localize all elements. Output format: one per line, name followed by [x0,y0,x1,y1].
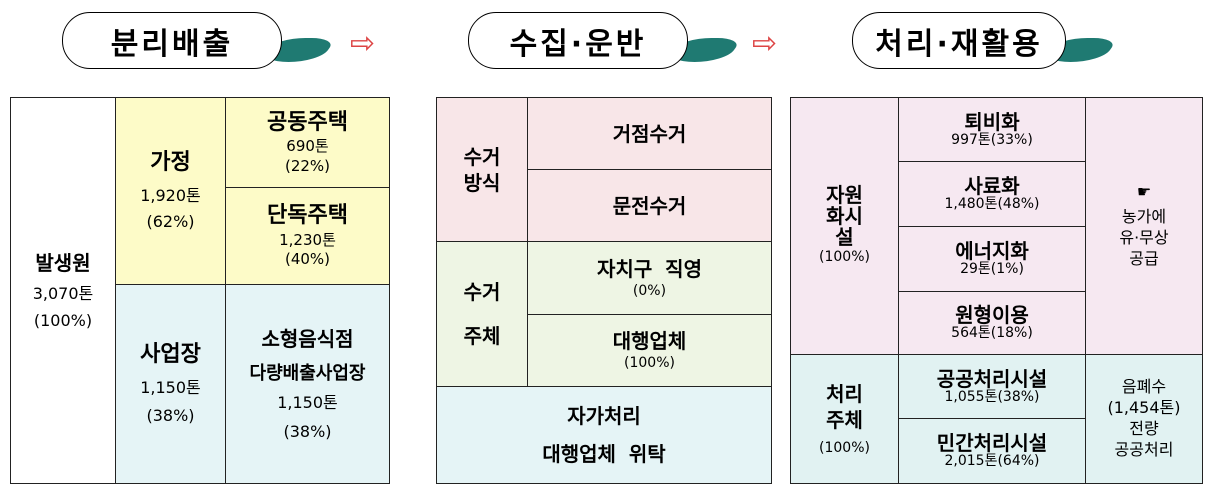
door-collection-label: 문전수거 [612,193,687,218]
self-treatment-cell: 자가처리 대행업체 위탁 [436,386,772,484]
agency-pct: (100%) [624,355,675,372]
treatment-subject-cell: 처리 주체 (100%) [790,354,899,484]
feed-amount: 1,480톤(48%) [944,196,1040,213]
treatment-subject-line2: 주체 [826,407,863,432]
business-pct: (38%) [146,406,195,426]
public-facility-amount: 1,055톤(38%) [944,388,1040,405]
compost-cell: 퇴비화 997톤(33%) [898,97,1086,162]
self-treatment-line2: 대행업체 위탁 [542,442,666,466]
collection-subject-cell: 수거 주체 [436,241,528,387]
apartment-title: 공동주택 [267,109,348,135]
arrow-right-icon: ⇨ [350,26,376,61]
household-cell: 가정 1,920톤 (62%) [115,97,226,285]
wastewater-line2: (1,454톤) [1107,398,1181,418]
original-use-label: 원형이용 [955,303,1029,328]
treatment-subject-pct: (100%) [819,439,870,456]
wastewater-line4: 공공처리 [1114,439,1174,459]
detached-title: 단독주택 [267,203,348,229]
public-facility-label: 공공처리시설 [936,366,1048,391]
collection-method-line2: 방식 [463,170,501,195]
collection-subject-line1: 수거 [463,280,501,304]
collection-subject-line2: 주체 [463,324,501,348]
point-collection-cell: 거점수거 [527,97,772,170]
detached-pct: (40%) [284,250,331,269]
apartment-amount: 690톤 [286,137,329,156]
farm-supply-cell: ☛ 농가에 유·무상 공급 [1085,97,1203,355]
detached-cell: 단독주택 1,230톤 (40%) [225,187,390,285]
farm-supply-line2: 유·무상 [1119,228,1169,247]
wastewater-cell: 음폐수 (1,454톤) 전량 공공처리 [1085,354,1203,484]
small-restaurant-amount: 1,150톤 [277,392,338,412]
source-title: 발생원 [35,250,91,275]
recycling-facility-cell: 자원 화시 설 (100%) [790,97,899,355]
point-collection-label: 거점수거 [612,121,687,146]
business-title: 사업장 [140,341,201,367]
large-discharger-title: 다량배출사업장 [249,362,366,384]
household-pct: (62%) [146,212,195,232]
apartment-cell: 공동주택 690톤 (22%) [225,97,390,188]
door-collection-cell: 문전수거 [527,169,772,242]
direct-operation-cell: 자치구 직영 (0%) [527,241,772,315]
source-cell: 발생원 3,070톤 (100%) [10,97,116,484]
business-cell: 사업장 1,150톤 (38%) [115,284,226,484]
recycling-facility-pct: (100%) [819,249,870,266]
recycling-facility-line3: 설 [835,225,854,250]
compost-amount: 997톤(33%) [951,131,1033,148]
detached-amount: 1,230톤 [279,230,336,249]
wastewater-line1: 음폐수 [1121,377,1167,397]
household-amount: 1,920톤 [140,185,201,205]
recycling-facility-line1: 자원 [826,183,863,208]
feed-label: 사료화 [964,174,1020,199]
hand-point-icon: ☛ [1136,182,1152,202]
household-title: 가정 [150,149,191,175]
agency-cell: 대행업체 (100%) [527,314,772,387]
direct-operation-label: 자치구 직영 [597,256,702,281]
apartment-pct: (22%) [284,156,331,175]
small-restaurant-title: 소형음식점 [261,326,354,351]
small-restaurant-pct: (38%) [283,421,332,441]
recycling-facility-line2: 화시 [826,204,863,229]
collection-method-cell: 수거 방식 [436,97,528,242]
source-pct: (100%) [33,310,93,330]
compost-label: 퇴비화 [964,109,1020,134]
energy-cell: 에너지화 29톤(1%) [898,226,1086,292]
header-separate-discharge: 분리배출 [62,12,282,69]
energy-label: 에너지화 [955,239,1029,264]
private-facility-label: 민간처리시설 [936,431,1048,456]
header-treatment-recycling: 처리·재활용 [852,12,1066,69]
self-treatment-line1: 자가처리 [567,404,641,428]
arrow-right-icon: ⇨ [752,26,778,61]
original-use-amount: 564톤(18%) [951,325,1033,342]
treatment-subject-line1: 처리 [826,381,863,406]
small-restaurant-cell: 소형음식점 다량배출사업장 1,150톤 (38%) [225,284,390,484]
public-facility-cell: 공공처리시설 1,055톤(38%) [898,354,1086,419]
wastewater-line3: 전량 [1129,419,1159,438]
original-use-cell: 원형이용 564톤(18%) [898,291,1086,355]
collection-method-line1: 수거 [463,144,501,169]
farm-supply-line1: 농가에 [1121,207,1167,227]
feed-cell: 사료화 1,480톤(48%) [898,161,1086,227]
farm-supply-line3: 공급 [1129,248,1159,268]
direct-operation-pct: (0%) [632,282,667,299]
energy-amount: 29톤(1%) [960,261,1024,278]
source-amount: 3,070톤 [32,283,94,303]
private-facility-amount: 2,015톤(64%) [944,453,1040,470]
business-amount: 1,150톤 [140,377,201,397]
agency-label: 대행업체 [612,329,687,354]
header-collection-transport: 수집·운반 [468,12,688,69]
private-facility-cell: 민간처리시설 2,015톤(64%) [898,418,1086,484]
